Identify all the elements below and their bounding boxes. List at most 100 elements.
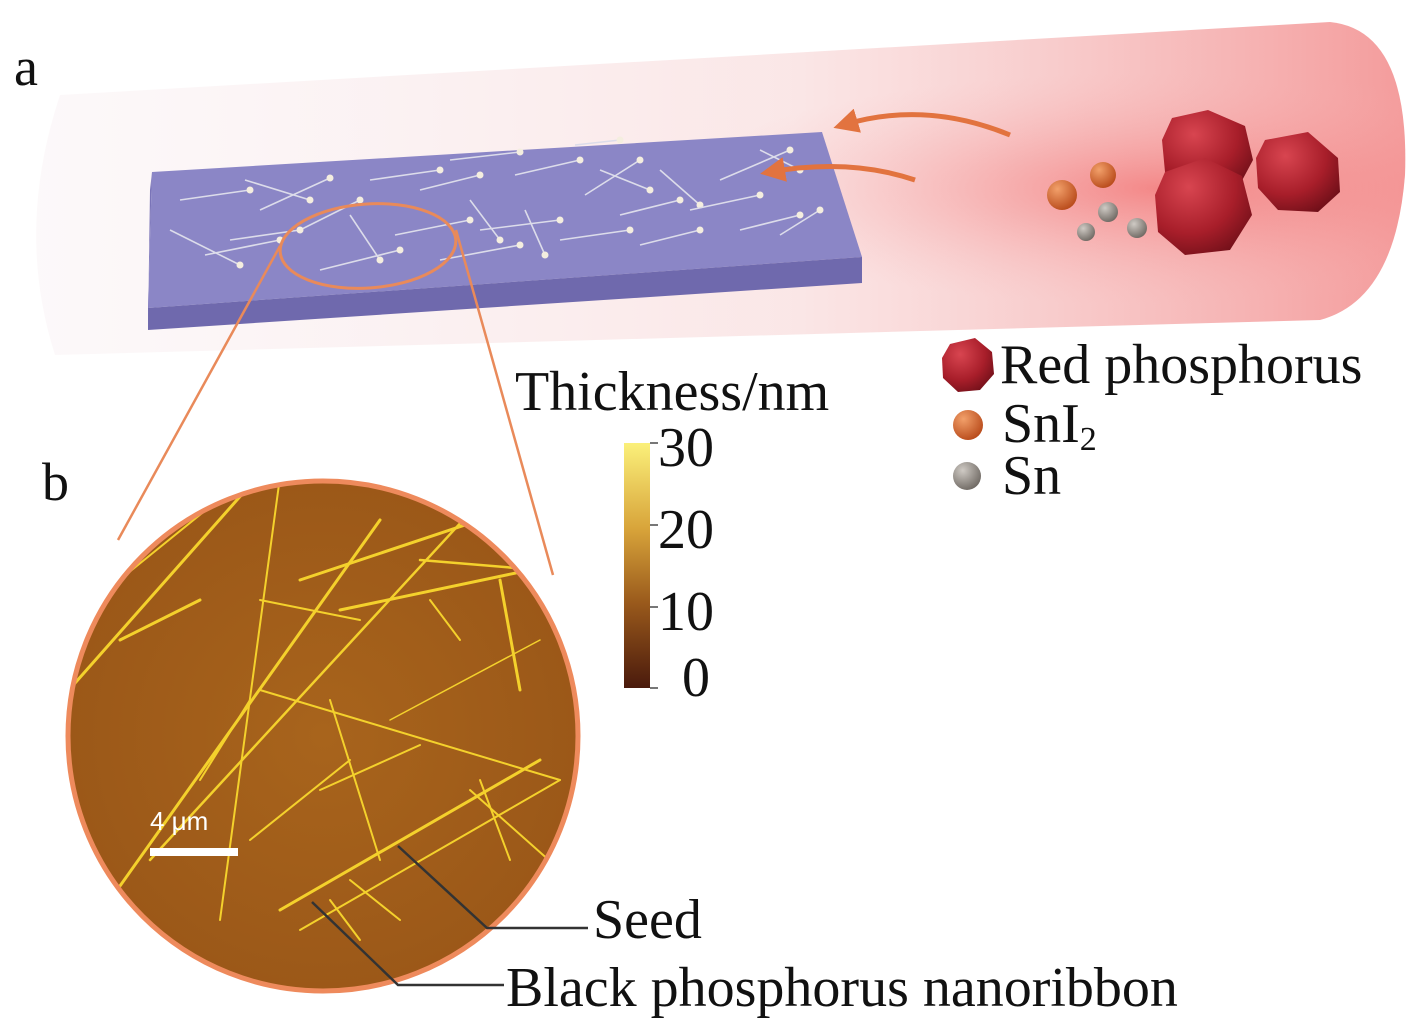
substrate-ribbon [179, 189, 251, 201]
substrate-ribbon [524, 209, 546, 256]
substrate-seed [816, 206, 824, 214]
substrate-ribbon [599, 169, 651, 191]
afm-image: 4 μm [65, 478, 581, 994]
substrate-ribbon [244, 179, 311, 201]
nanoribbon-callout-line [311, 901, 504, 987]
red-phosphorus-chunk [1256, 132, 1340, 212]
afm-ribbon [259, 689, 561, 781]
afm-ribbon [219, 481, 286, 921]
substrate-seed [616, 136, 624, 144]
zoom-line-left [116, 245, 282, 541]
afm-nanoribbons [68, 481, 561, 941]
substrate-ribbon [739, 214, 801, 231]
legend-red-phosphorus-icon [942, 338, 994, 392]
afm-ribbon [108, 518, 382, 902]
colorbar-tick-20: 20 [658, 499, 714, 561]
colorbar-tick-10: 10 [658, 581, 714, 643]
substrate-seed [556, 216, 564, 224]
legend-sn-icon [953, 462, 981, 490]
afm-ribbon [249, 759, 351, 841]
sni2-particle [1090, 162, 1116, 188]
substrate-seed [356, 196, 364, 204]
sn-particle [1098, 202, 1118, 222]
substrate-ribbon [659, 169, 701, 206]
substrate-ribbon [574, 139, 621, 146]
substrate-seed [696, 226, 704, 234]
legend-sn-label: Sn [1002, 445, 1061, 507]
substrate-seed [376, 256, 384, 264]
substrate-seed [236, 261, 244, 269]
afm-ribbon [118, 598, 202, 642]
substrate-seed [296, 226, 304, 234]
colorbar-tick-30: 30 [658, 417, 714, 479]
substrate-seed [496, 236, 504, 244]
colorbar-gradient [624, 443, 650, 688]
legend-sni2-icon [953, 410, 983, 440]
afm-ribbon [479, 779, 511, 861]
nanoribbon-label: Black phosphorus nanoribbon [506, 957, 1178, 1019]
substrate-seed [396, 246, 404, 254]
panel-a-label: a [14, 37, 38, 97]
substrate-seed [576, 156, 584, 164]
substrate-seed [676, 196, 684, 204]
sn-particle [1077, 223, 1095, 241]
callouts: Seed Black phosphorus nanoribbon [311, 845, 1178, 1019]
substrate-ribbon [204, 239, 281, 256]
substrate-seed [306, 196, 314, 204]
afm-ribbon [338, 568, 532, 612]
substrate-ribbon [469, 199, 501, 241]
sni2-particle [1047, 180, 1077, 210]
substrate-seed [326, 174, 334, 182]
substrate-ribbon [394, 219, 471, 236]
substrate-ribbon [639, 229, 701, 246]
substrate-ribbon [419, 174, 481, 191]
substrate-ribbon [259, 177, 331, 211]
afm-ribbon [319, 744, 421, 791]
substrate-seed [516, 148, 524, 156]
legend-sni2-label: SnI2 [1002, 393, 1097, 458]
afm-ribbon [329, 699, 381, 861]
substrate-ribbon [479, 219, 561, 231]
source-materials [1047, 110, 1340, 255]
seed-callout-line [397, 845, 588, 930]
substrate-seed [756, 191, 764, 199]
substrate-ribbon [514, 159, 581, 176]
afm-ribbon [259, 599, 361, 621]
substrate-seed [796, 211, 804, 219]
red-phosphorus-chunk [1155, 158, 1252, 255]
substrate [148, 132, 862, 330]
substrate-seed [636, 156, 644, 164]
substrate-ribbon [584, 159, 641, 196]
substrate-ribbon [779, 209, 821, 236]
colorbar: Thickness/nm 30 20 10 0 [515, 361, 829, 709]
substrate-ribbon [559, 229, 631, 241]
afm-ribbon [148, 481, 502, 862]
seed-label: Seed [593, 889, 702, 951]
substrate-ribbon [449, 151, 521, 161]
zoom-line-right [454, 229, 555, 576]
legend-red-phosphorus-label: Red phosphorus [1000, 334, 1362, 396]
substrate-ribbon [439, 244, 521, 261]
substrate-ribbon [169, 229, 241, 266]
substrate-seed [516, 241, 524, 249]
afm-ribbon [389, 639, 541, 721]
substrate-seed [541, 251, 549, 259]
zoom-selection-ellipse [278, 202, 458, 290]
afm-ribbon [329, 899, 361, 941]
afm-ribbon [278, 758, 542, 912]
vapor-arrow-upper [833, 108, 1011, 138]
substrate-seed [646, 186, 654, 194]
afm-ribbon [498, 578, 522, 692]
substrate-ribbon [319, 249, 401, 271]
afm-ribbon [199, 699, 251, 781]
substrate-seed [786, 146, 794, 154]
substrate-ribbon [689, 194, 761, 211]
substrate-ribbon [369, 169, 441, 181]
afm-ribbon [429, 599, 461, 641]
legend: Red phosphorus SnI2 Sn [942, 334, 1362, 507]
substrate-seed [476, 171, 484, 179]
panel-b-label: b [42, 452, 69, 512]
substrate-seed [626, 226, 634, 234]
substrate-ribbon [619, 199, 681, 216]
